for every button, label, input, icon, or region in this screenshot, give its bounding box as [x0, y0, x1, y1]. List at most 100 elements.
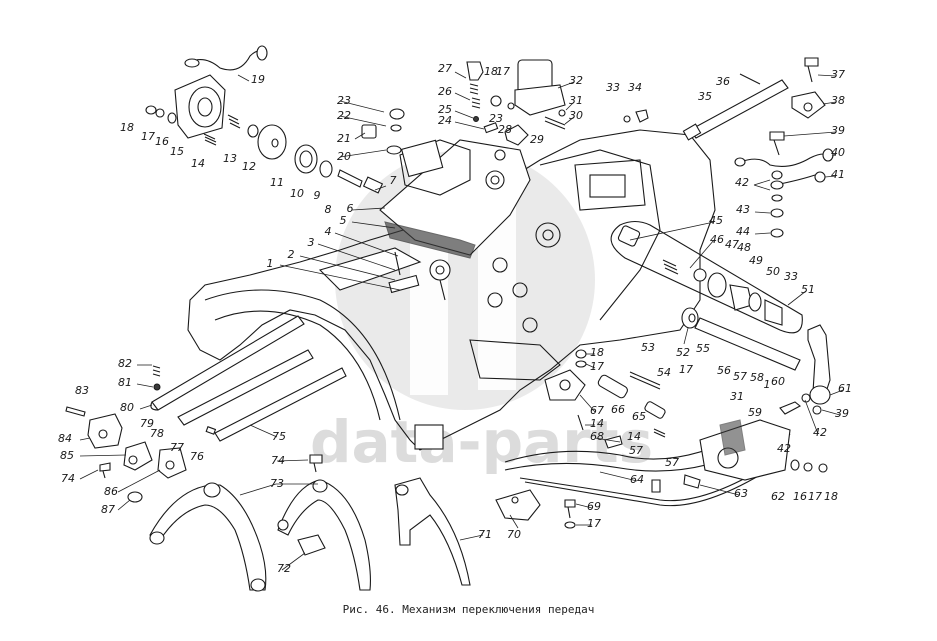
part-label-8: 8 — [325, 203, 332, 216]
part-label-84: 84 — [58, 432, 72, 445]
part-label-53: 53 — [641, 341, 655, 354]
part-label-17: 17 — [587, 517, 601, 530]
part-label-7: 7 — [390, 174, 397, 187]
part-label-39: 39 — [831, 124, 845, 137]
part-label-78: 78 — [150, 427, 164, 440]
part-label-6: 6 — [347, 202, 354, 215]
part-label-45: 45 — [709, 214, 723, 227]
part-label-40: 40 — [831, 146, 845, 159]
part-label-87: 87 — [101, 503, 115, 516]
part-label-21: 21 — [337, 132, 351, 145]
part-label-60: 60 — [771, 375, 785, 388]
part-label-83: 83 — [75, 384, 89, 397]
part-label-14: 14 — [191, 157, 205, 170]
part-label-80: 80 — [120, 401, 134, 414]
part-label-28: 28 — [498, 123, 512, 136]
part-label-26: 26 — [438, 85, 452, 98]
part-label-61: 61 — [838, 382, 852, 395]
part-label-50: 50 — [766, 265, 780, 278]
input-cover-parts — [145, 45, 384, 194]
valve-block-and-tubes — [495, 349, 828, 529]
part-label-46: 46 — [710, 233, 724, 246]
part-label-16: 16 — [155, 135, 169, 148]
part-label-18: 18 — [824, 490, 838, 503]
part-label-20: 20 — [337, 150, 351, 163]
shift-rails — [150, 315, 347, 442]
part-label-47: 47 — [725, 238, 739, 251]
part-label-14: 14 — [627, 430, 641, 443]
part-label-43: 43 — [736, 203, 750, 216]
part-label-67: 67 — [590, 404, 604, 417]
part-label-27: 27 — [438, 62, 452, 75]
part-label-5: 5 — [340, 214, 347, 227]
part-label-2: 2 — [288, 248, 295, 261]
part-label-37: 37 — [831, 68, 845, 81]
part-label-17: 17 — [590, 360, 604, 373]
part-label-75: 75 — [272, 430, 286, 443]
part-label-25: 25 — [438, 103, 452, 116]
part-label-41: 41 — [831, 168, 845, 181]
part-label-72: 72 — [277, 562, 291, 575]
right-upper-parts — [623, 57, 834, 238]
part-label-30: 30 — [569, 109, 583, 122]
part-label-31: 31 — [569, 94, 583, 107]
part-label-51: 51 — [801, 283, 815, 296]
part-label-71: 71 — [478, 528, 492, 541]
part-label-18: 18 — [590, 346, 604, 359]
part-label-18: 18 — [484, 65, 498, 78]
part-label-82: 82 — [118, 357, 132, 370]
part-label-81: 81 — [118, 376, 132, 389]
part-label-33: 33 — [606, 81, 620, 94]
part-label-57: 57 — [665, 456, 679, 469]
part-label-59: 59 — [748, 406, 762, 419]
part-label-1: 1 — [267, 257, 274, 270]
part-label-4: 4 — [325, 225, 332, 238]
part-label-17: 17 — [141, 130, 155, 143]
part-number-labels: 1234567891011121314151617181920212223272… — [58, 62, 852, 575]
part-label-39: 39 — [835, 407, 849, 420]
part-label-74: 74 — [61, 472, 75, 485]
part-label-79: 79 — [140, 417, 154, 430]
part-label-85: 85 — [60, 449, 74, 462]
part-label-17: 17 — [496, 65, 510, 78]
valve-shaft-assembly — [610, 220, 803, 334]
part-label-42: 42 — [777, 442, 791, 455]
part-label-23: 23 — [489, 112, 503, 125]
part-label-62: 62 — [771, 490, 785, 503]
part-label-17: 17 — [808, 490, 822, 503]
part-label-23: 23 — [337, 94, 351, 107]
part-label-74: 74 — [271, 454, 285, 467]
part-label-42: 42 — [735, 176, 749, 189]
part-label-57: 57 — [629, 444, 643, 457]
part-label-63: 63 — [734, 487, 748, 500]
rail-lock-parts — [65, 406, 187, 503]
part-label-55: 55 — [696, 342, 710, 355]
part-label-9: 9 — [314, 189, 321, 202]
valve-parts — [361, 59, 566, 161]
part-label-73: 73 — [270, 477, 284, 490]
part-label-24: 24 — [438, 114, 452, 127]
part-label-54: 54 — [657, 366, 671, 379]
part-label-12: 12 — [242, 160, 256, 173]
part-label-15: 15 — [170, 145, 184, 158]
part-label-49: 49 — [749, 254, 763, 267]
part-label-14: 14 — [590, 417, 604, 430]
shift-forks — [149, 454, 471, 592]
part-label-34: 34 — [628, 81, 642, 94]
part-label-36: 36 — [716, 75, 730, 88]
part-label-77: 77 — [170, 441, 184, 454]
shift-cover-assembly — [318, 139, 531, 301]
gearbox-housing — [187, 129, 716, 451]
figure-caption: Рис. 46. Механизм переключения передач — [342, 603, 595, 616]
part-label-32: 32 — [569, 74, 583, 87]
leader-lines — [79, 71, 844, 571]
part-label-44: 44 — [736, 225, 750, 238]
part-label-48: 48 — [737, 241, 751, 254]
shift-lever-parts — [694, 317, 831, 415]
part-label-66: 66 — [611, 403, 625, 416]
part-label-13: 13 — [223, 152, 237, 165]
part-label-22: 22 — [337, 109, 351, 122]
part-label-38: 38 — [831, 94, 845, 107]
part-label-10: 10 — [290, 187, 304, 200]
